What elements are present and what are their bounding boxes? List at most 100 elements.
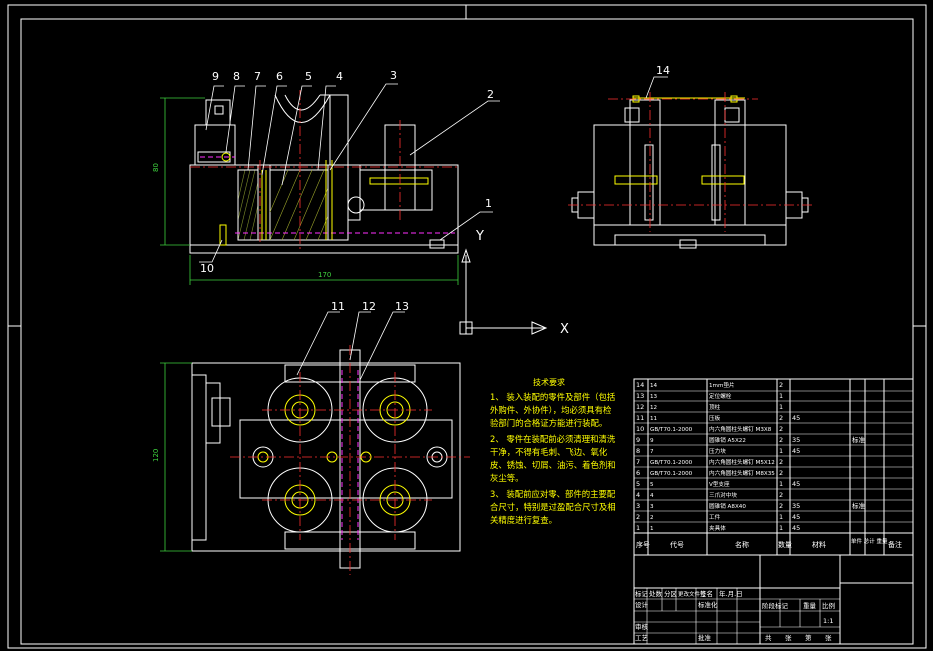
note-line: 关精度进行复查。: [490, 515, 557, 525]
parts-cell: 1: [779, 392, 783, 400]
parts-cell: 4: [650, 493, 654, 499]
parts-cell: 6: [636, 469, 640, 477]
parts-cell: 13: [650, 394, 658, 400]
parts-cell: 9: [650, 438, 654, 444]
parts-cell: 7: [636, 458, 640, 466]
parts-cell: 12: [636, 403, 644, 411]
tb-mark: 标记: [635, 589, 649, 598]
tb-sheet-unit-1: 张: [785, 633, 792, 642]
parts-cell: 5: [650, 482, 654, 488]
top-view: [160, 345, 470, 575]
note-line: 干净，不得有毛刺、飞边、氧化: [490, 447, 608, 457]
parts-cell: 圆锥销 A5X22: [709, 436, 746, 444]
part-label-3: 3: [390, 69, 397, 82]
parts-cell: 14: [650, 383, 658, 389]
parts-cell: 1: [636, 524, 640, 532]
header-remarks: 备注: [888, 540, 902, 549]
axis-y-label: Y: [475, 229, 484, 244]
parts-list: [633, 378, 914, 556]
parts-cell: 1: [779, 513, 783, 521]
parts-cell: 压板: [709, 414, 721, 422]
part-label-6: 6: [276, 70, 283, 83]
parts-cell: 4: [636, 491, 640, 499]
part-label-2: 2: [487, 88, 494, 101]
parts-cell: 12: [650, 405, 657, 411]
parts-cell: GB/T70.1-2000: [650, 460, 693, 466]
header-qty: 数量: [778, 540, 792, 549]
parts-cell: 内六角圆柱头螺钉 M5X12: [709, 458, 775, 466]
parts-cell: 45: [792, 447, 800, 455]
part-label-4: 4: [336, 70, 343, 83]
part-label-12: 12: [362, 300, 376, 313]
axis-x-label: X: [560, 322, 569, 337]
header-name: 名称: [735, 540, 749, 549]
parts-cell: 2: [779, 436, 783, 444]
part-label-10: 10: [200, 262, 214, 275]
parts-cell: 1mm垫片: [709, 381, 735, 389]
parts-cell: 1: [779, 447, 783, 455]
part-label-5: 5: [305, 70, 312, 83]
dim-height-top: 120: [152, 449, 160, 462]
parts-cell: 45: [792, 480, 800, 488]
parts-cell: 定位螺栓: [709, 392, 732, 400]
parts-cell: 顶柱: [709, 403, 721, 411]
front-view: [160, 90, 460, 285]
technical-notes: 技术要求 1、 装入装配的零件及部件（包括 外购件、外协件），均必须具有检 验部…: [490, 377, 616, 525]
header-material: 材料: [812, 540, 826, 549]
side-view: [568, 92, 812, 249]
parts-cell: 35: [792, 502, 800, 510]
note-line: 3、 装配前应对零、部件的主要配: [490, 489, 616, 499]
parts-cell: 圆锥销 A8X40: [709, 502, 746, 510]
parts-cell: 45: [792, 414, 800, 422]
parts-cell: 35: [792, 436, 800, 444]
parts-cell: 2: [779, 458, 783, 466]
tb-process: 工艺: [635, 634, 649, 642]
parts-cell: 工件: [709, 513, 721, 521]
parts-cell: 1: [779, 403, 783, 411]
parts-cell: 1: [779, 524, 783, 532]
part-label-8: 8: [233, 70, 240, 83]
tb-scale-value: 1:1: [823, 617, 833, 625]
parts-cell: 标准: [852, 435, 866, 444]
parts-cell: V型支座: [709, 480, 730, 488]
parts-cell: 夹具体: [709, 524, 726, 532]
header-weight: 单件 总计 重量: [851, 537, 888, 545]
parts-cell: 13: [636, 392, 644, 400]
outer-frame: [7, 4, 927, 649]
note-line: 2、 零件在装配前必须清理和清洗: [490, 434, 616, 444]
tb-count: 处数: [649, 589, 663, 598]
parts-cell: 2: [779, 491, 783, 499]
parts-cell: 11: [636, 414, 644, 422]
hatch-v-block: [269, 169, 329, 241]
parts-cell: 3: [650, 504, 654, 510]
tb-date: 年.月.日: [719, 589, 743, 598]
title-block: [633, 554, 914, 645]
parts-cell: 2: [779, 381, 783, 389]
note-line: 1、 装入装配的零件及部件（包括: [490, 392, 616, 402]
dim-height-front: 80: [152, 163, 160, 172]
parts-cell: 1: [650, 526, 654, 532]
leaders-top: [296, 311, 405, 381]
tb-stage: 阶段标记: [762, 601, 789, 610]
tb-sheet-total: 共: [765, 633, 772, 642]
tb-review: 审核: [635, 622, 649, 631]
tb-zone: 分区: [664, 589, 678, 598]
parts-cell: GB/T70.1-2000: [650, 427, 693, 433]
notes-title: 技术要求: [533, 377, 565, 387]
parts-cell: 2: [779, 425, 783, 433]
parts-cell: 45: [792, 513, 800, 521]
note-line: 合尺寸，特别是过盈配合尺寸及相: [490, 502, 616, 512]
tb-scale-label: 比例: [822, 601, 835, 610]
parts-cell: 14: [636, 381, 644, 389]
parts-cell: 45: [792, 524, 800, 532]
tb-change-doc: 更改文件号: [678, 590, 706, 598]
parts-cell: 压力块: [709, 447, 726, 455]
parts-cell: 5: [636, 480, 640, 488]
tb-sheet-no: 第: [805, 633, 812, 642]
tb-approve: 批准: [698, 633, 712, 642]
parts-cell: 10: [636, 425, 644, 433]
parts-cell: 标准: [852, 501, 866, 510]
parts-cell: 7: [650, 449, 654, 455]
note-line: 皮、锈蚀、切屑、油污、着色剂和: [490, 460, 616, 470]
